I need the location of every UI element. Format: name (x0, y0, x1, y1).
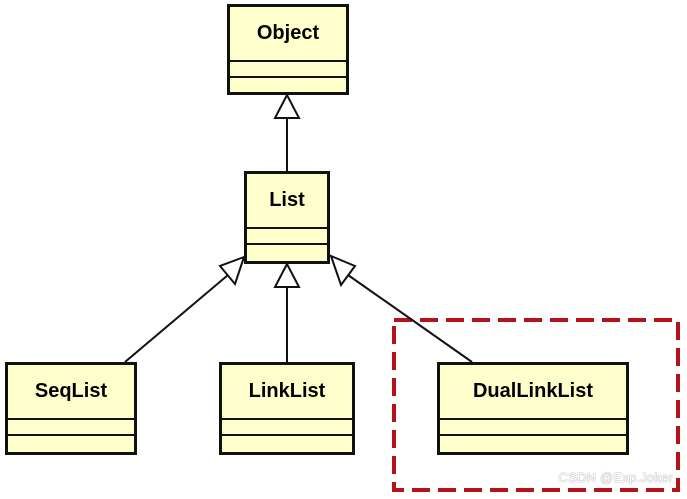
edge-duallinklist-list (347, 274, 473, 363)
watermark: CSDN @Exp.Joker (558, 470, 673, 485)
class-list-name: List (247, 174, 327, 229)
highlight-box (392, 318, 680, 492)
class-seqlist-methods (8, 436, 134, 452)
class-linklist-methods (222, 436, 352, 452)
class-object-name: Object (230, 7, 346, 62)
class-object-attributes (230, 62, 346, 78)
class-linklist-name: LinkList (222, 365, 352, 420)
arrowhead-duallinklist (329, 254, 357, 288)
arrowhead-linklist (273, 261, 301, 288)
edge-seqlist-list (124, 274, 229, 363)
class-duallinklist-name: DualLinkList (440, 365, 626, 420)
class-seqlist: SeqList (5, 362, 137, 455)
class-duallinklist-methods (440, 436, 626, 452)
class-object: Object (227, 4, 349, 95)
class-linklist: LinkList (219, 362, 355, 455)
class-linklist-attributes (222, 420, 352, 436)
class-seqlist-attributes (8, 420, 134, 436)
arrowhead-object (273, 92, 301, 119)
class-duallinklist: DualLinkList (437, 362, 629, 455)
class-seqlist-name: SeqList (8, 365, 134, 420)
class-duallinklist-attributes (440, 420, 626, 436)
class-list: List (244, 171, 330, 264)
class-list-attributes (247, 229, 327, 245)
class-list-methods (247, 245, 327, 261)
arrowhead-seqlist (218, 255, 246, 287)
class-object-methods (230, 78, 346, 94)
